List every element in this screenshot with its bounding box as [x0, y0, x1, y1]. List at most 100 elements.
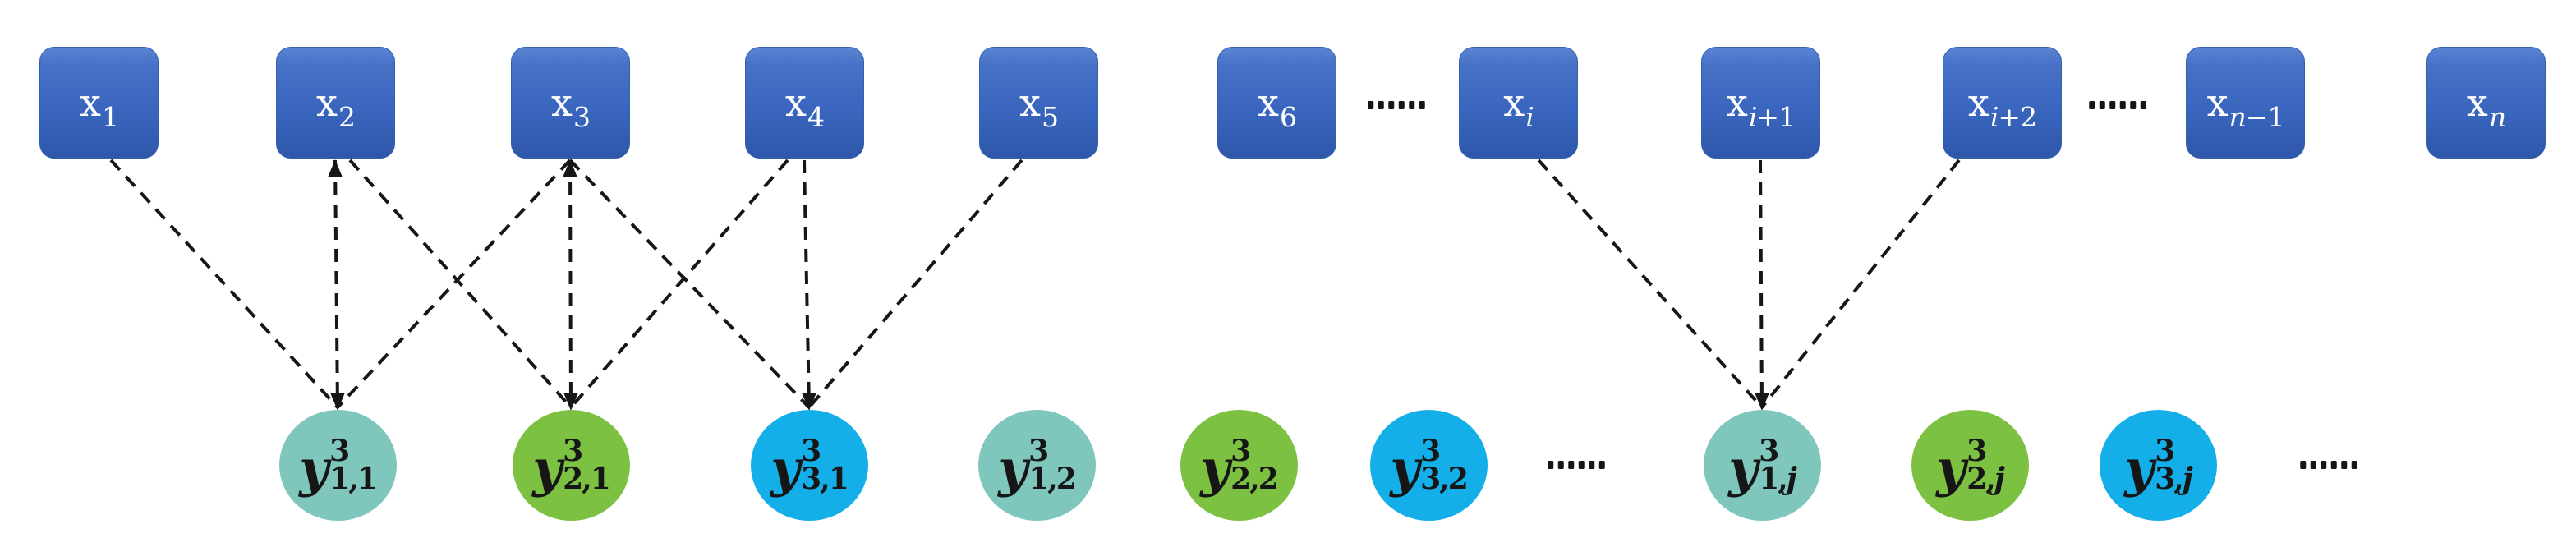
x-label-base: x	[1019, 80, 1041, 125]
x-node-xi: xi	[1458, 47, 1578, 159]
arrowhead-y21-down	[564, 393, 578, 411]
y-label-subscript: 2,2	[1230, 461, 1279, 496]
y-label-subscript: 2,1	[563, 461, 611, 496]
arrowhead-x2-up	[328, 159, 343, 177]
y-label-superscript: 3	[1759, 434, 1780, 469]
x-label-base: x	[2206, 80, 2229, 125]
x-label-base: x	[551, 80, 573, 125]
x-label-subscript: i+1	[1748, 101, 1796, 133]
x-node-x4: x4	[744, 47, 864, 159]
edge-x3-y11	[336, 159, 572, 409]
x-label-base: x	[1726, 80, 1748, 125]
y-label-superscript: 3	[801, 434, 822, 469]
edge-x4-y21	[569, 159, 789, 409]
x-node-x5: x5	[978, 47, 1098, 159]
y-label-subscript: 1,2	[1028, 461, 1077, 496]
y-label-base: y	[299, 438, 329, 499]
x-label-base: x	[2466, 80, 2488, 125]
edge-x2-y11	[334, 159, 339, 408]
x-label-base: x	[1258, 80, 1279, 125]
x-node-xn1: xn−1	[2185, 47, 2305, 159]
y-label-superscript: 3	[2155, 434, 2176, 469]
x-node-label: x5	[1019, 84, 1059, 131]
edge-x2-y21	[348, 159, 573, 409]
ellipsis-dots-x-row	[1368, 101, 1425, 109]
y-label-subscript: 3,j	[2155, 461, 2193, 496]
arrowhead-y11-down	[330, 393, 345, 411]
x-label-subscript: 5	[1041, 101, 1059, 133]
x-label-subscript: n	[2488, 101, 2506, 133]
y-label-base: y	[1936, 438, 1966, 499]
edge-xi2-y1j	[1760, 159, 1961, 409]
x-label-base: x	[1503, 80, 1525, 125]
x-node-label: x3	[551, 84, 591, 131]
x-node-x1: x1	[39, 47, 159, 159]
ellipsis-dots-x-row	[2089, 101, 2146, 109]
x-node-label: xn−1	[2207, 84, 2285, 131]
x-node-x2: x2	[275, 47, 395, 159]
edge-x5-y31	[807, 159, 1024, 409]
x-label-subscript: n−1	[2229, 101, 2285, 133]
x-label-subscript: 4	[807, 101, 825, 133]
x-node-label: xi	[1503, 84, 1534, 131]
x-label-subscript: i+2	[1990, 101, 2037, 133]
x-label-subscript: i	[1525, 101, 1534, 133]
x-node-label: x4	[785, 84, 825, 131]
edge-x3-y31	[568, 159, 811, 409]
x-node-label: x2	[316, 84, 356, 131]
y-label-superscript: 3	[1028, 434, 1050, 469]
x-node-x6: x6	[1217, 47, 1336, 159]
x-label-subscript: 1	[101, 101, 119, 133]
y-label-superscript: 3	[329, 434, 351, 469]
x-label-base: x	[80, 80, 101, 125]
y-label-base: y	[998, 438, 1028, 499]
y-label-superscript: 3	[1230, 434, 1252, 469]
x-node-label: x6	[1258, 84, 1297, 131]
x-label-subscript: 3	[573, 101, 591, 133]
y-label-base: y	[1200, 438, 1230, 499]
x-node-x3: x3	[510, 47, 630, 159]
y-label-base: y	[2124, 438, 2155, 499]
y-label-superscript: 3	[1966, 434, 1988, 469]
y-label-superscript: 3	[563, 434, 584, 469]
x-label-base: x	[785, 80, 807, 125]
x-label-subscript: 2	[338, 101, 356, 133]
y-label-superscript: 3	[1420, 434, 1442, 469]
ellipsis-dots-y-row	[2300, 461, 2358, 469]
x-node-label: xi+2	[1968, 84, 2037, 131]
x-node-label: xn	[2467, 84, 2506, 131]
y-label-subscript: 2,j	[1966, 461, 2005, 496]
x-node-xi1: xi+1	[1700, 47, 1820, 159]
y-label-subscript: 1,1	[329, 461, 378, 496]
arrowhead-x3-up	[563, 159, 577, 177]
y-label-base: y	[770, 438, 801, 499]
edge-x4-y31	[803, 159, 811, 408]
y-label-subscript: 1,j	[1759, 461, 1797, 496]
x-label-base: x	[1967, 80, 1990, 125]
x-label-base: x	[316, 80, 338, 125]
edge-xi1-y1j	[1759, 159, 1764, 408]
edge-xi-y1j	[1537, 159, 1764, 409]
